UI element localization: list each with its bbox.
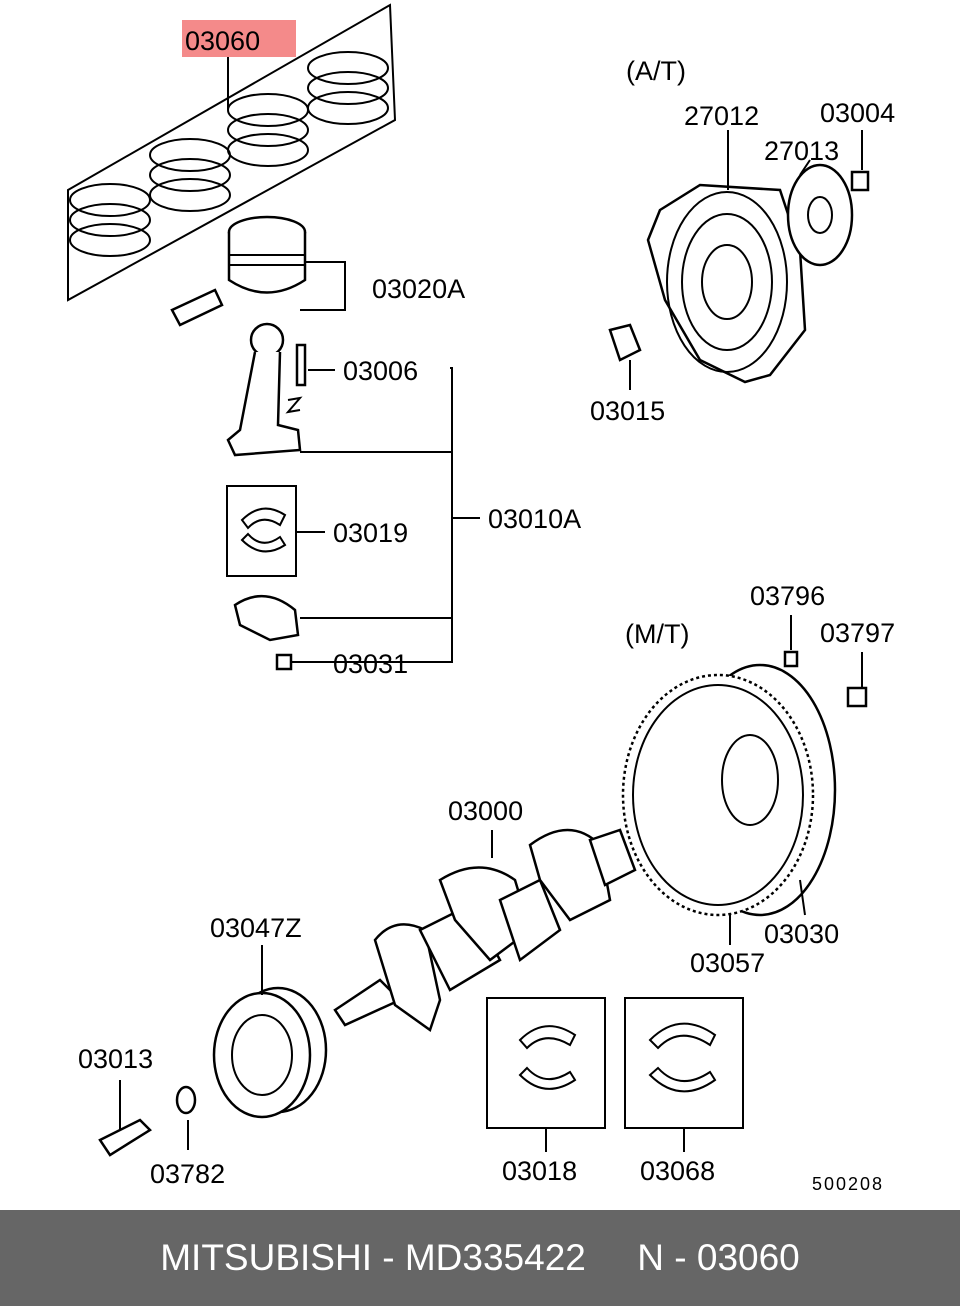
label-03030[interactable]: 03030 [764,919,839,949]
main-bearing-03018[interactable] [486,997,606,1152]
flywheel[interactable] [621,615,868,945]
label-03060[interactable]: 03060 [185,26,260,56]
diagram-code: 500208 [812,1174,884,1194]
label-03018[interactable]: 03018 [502,1156,577,1186]
piston-ring-set[interactable] [67,3,397,302]
crank-pulley[interactable] [98,945,328,1157]
label-03031[interactable]: 03031 [333,649,408,679]
label-mt: (M/T) [625,619,689,649]
label-03057[interactable]: 03057 [690,948,765,978]
label-03782[interactable]: 03782 [150,1159,225,1189]
main-bearing-03068[interactable] [624,997,744,1152]
rod-cap[interactable] [233,594,325,671]
highlight-box [182,20,296,57]
label-03797[interactable]: 03797 [820,618,895,648]
label-03068[interactable]: 03068 [640,1156,715,1186]
drive-plate[interactable] [608,130,870,390]
footer-text: MITSUBISHI - MD335422 N - 03060 [160,1237,800,1278]
label-03015[interactable]: 03015 [590,396,665,426]
label-03010A[interactable]: 03010A [488,504,581,534]
piston[interactable] [170,215,346,327]
label-03000[interactable]: 03000 [448,796,523,826]
label-03047Z[interactable]: 03047Z [210,913,302,943]
crankshaft[interactable] [333,828,637,1033]
label-03004[interactable]: 03004 [820,98,895,128]
label-03019[interactable]: 03019 [333,518,408,548]
label-03013[interactable]: 03013 [78,1044,153,1074]
connecting-rod[interactable] [226,322,480,663]
parts-diagram: 03060 03020A 03006 03010A 03019 03031 (A… [67,3,895,1194]
label-27013[interactable]: 27013 [764,136,839,166]
label-27012[interactable]: 27012 [684,101,759,131]
footer-bar: MITSUBISHI - MD335422 N - 03060 [0,1210,960,1306]
rod-bearing-box[interactable] [226,485,325,577]
label-03796[interactable]: 03796 [750,581,825,611]
label-03020A[interactable]: 03020A [372,274,465,304]
label-at: (A/T) [626,56,686,86]
label-03006[interactable]: 03006 [343,356,418,386]
